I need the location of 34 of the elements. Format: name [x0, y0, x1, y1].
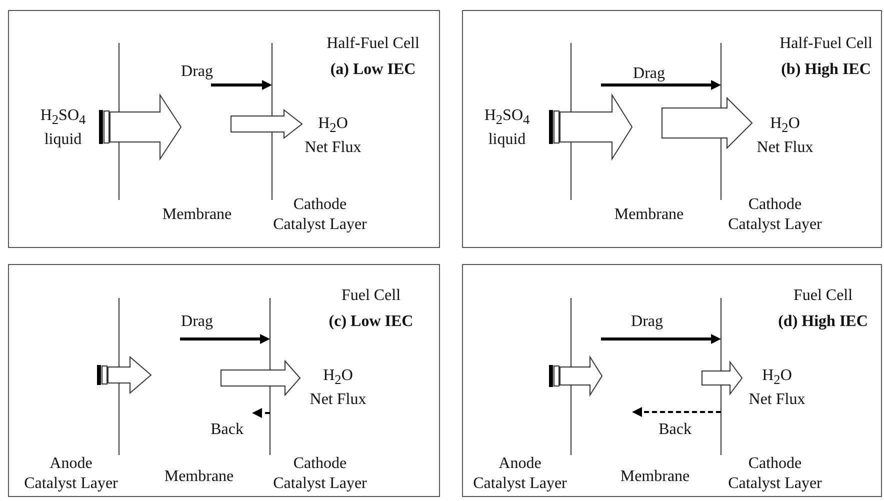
panel-heading: Fuel Cell [792, 286, 854, 306]
label-text: Drag [633, 64, 665, 84]
label-text: Anode Catalyst Layer [473, 454, 567, 494]
panel-heading: Fuel Cell [340, 286, 402, 306]
label-text: Membrane [164, 467, 234, 487]
label-text: H$_{2}$O Net Flux [756, 114, 814, 158]
label-text: Cathode Catalyst Layer [273, 454, 367, 494]
label-text: Anode Catalyst Layer [24, 454, 118, 494]
label-text: Cathode Catalyst Layer [728, 195, 822, 235]
panel-frame [8, 264, 440, 497]
panel-heading: Half-Fuel Cell [780, 34, 872, 54]
label-text: Drag [631, 312, 663, 332]
panel-heading: Half-Fuel Cell [326, 34, 420, 54]
panel-title: (a) Low IEC [329, 60, 417, 80]
label-text: Back [210, 420, 244, 440]
label-text: H$_{2}$O Net Flux [310, 366, 366, 410]
panel-frame [462, 10, 882, 248]
label-text: Membrane [162, 205, 232, 225]
panel-title: (b) High IEC [780, 60, 872, 80]
panel-frame [8, 10, 440, 248]
label-text: Cathode Catalyst Layer [273, 195, 367, 235]
label-text: H$_{2}$O Net Flux [748, 366, 806, 410]
label-text: H$_{2}$O Net Flux [304, 114, 362, 158]
label-text: H$_{2}$SO$_{4}$ liquid [484, 106, 530, 150]
label-text: Membrane [620, 467, 690, 487]
label-text: Back [658, 420, 692, 440]
label-text: Cathode Catalyst Layer [728, 454, 822, 494]
panel-title: (c) Low IEC [328, 312, 414, 332]
panel-frame [462, 264, 882, 497]
panel-title: (d) High IEC [778, 312, 868, 332]
label-text: Drag [181, 312, 213, 332]
label-text: Drag [181, 62, 213, 82]
label-text: H$_{2}$SO$_{4}$ liquid [40, 106, 86, 150]
label-text: Membrane [614, 205, 684, 225]
